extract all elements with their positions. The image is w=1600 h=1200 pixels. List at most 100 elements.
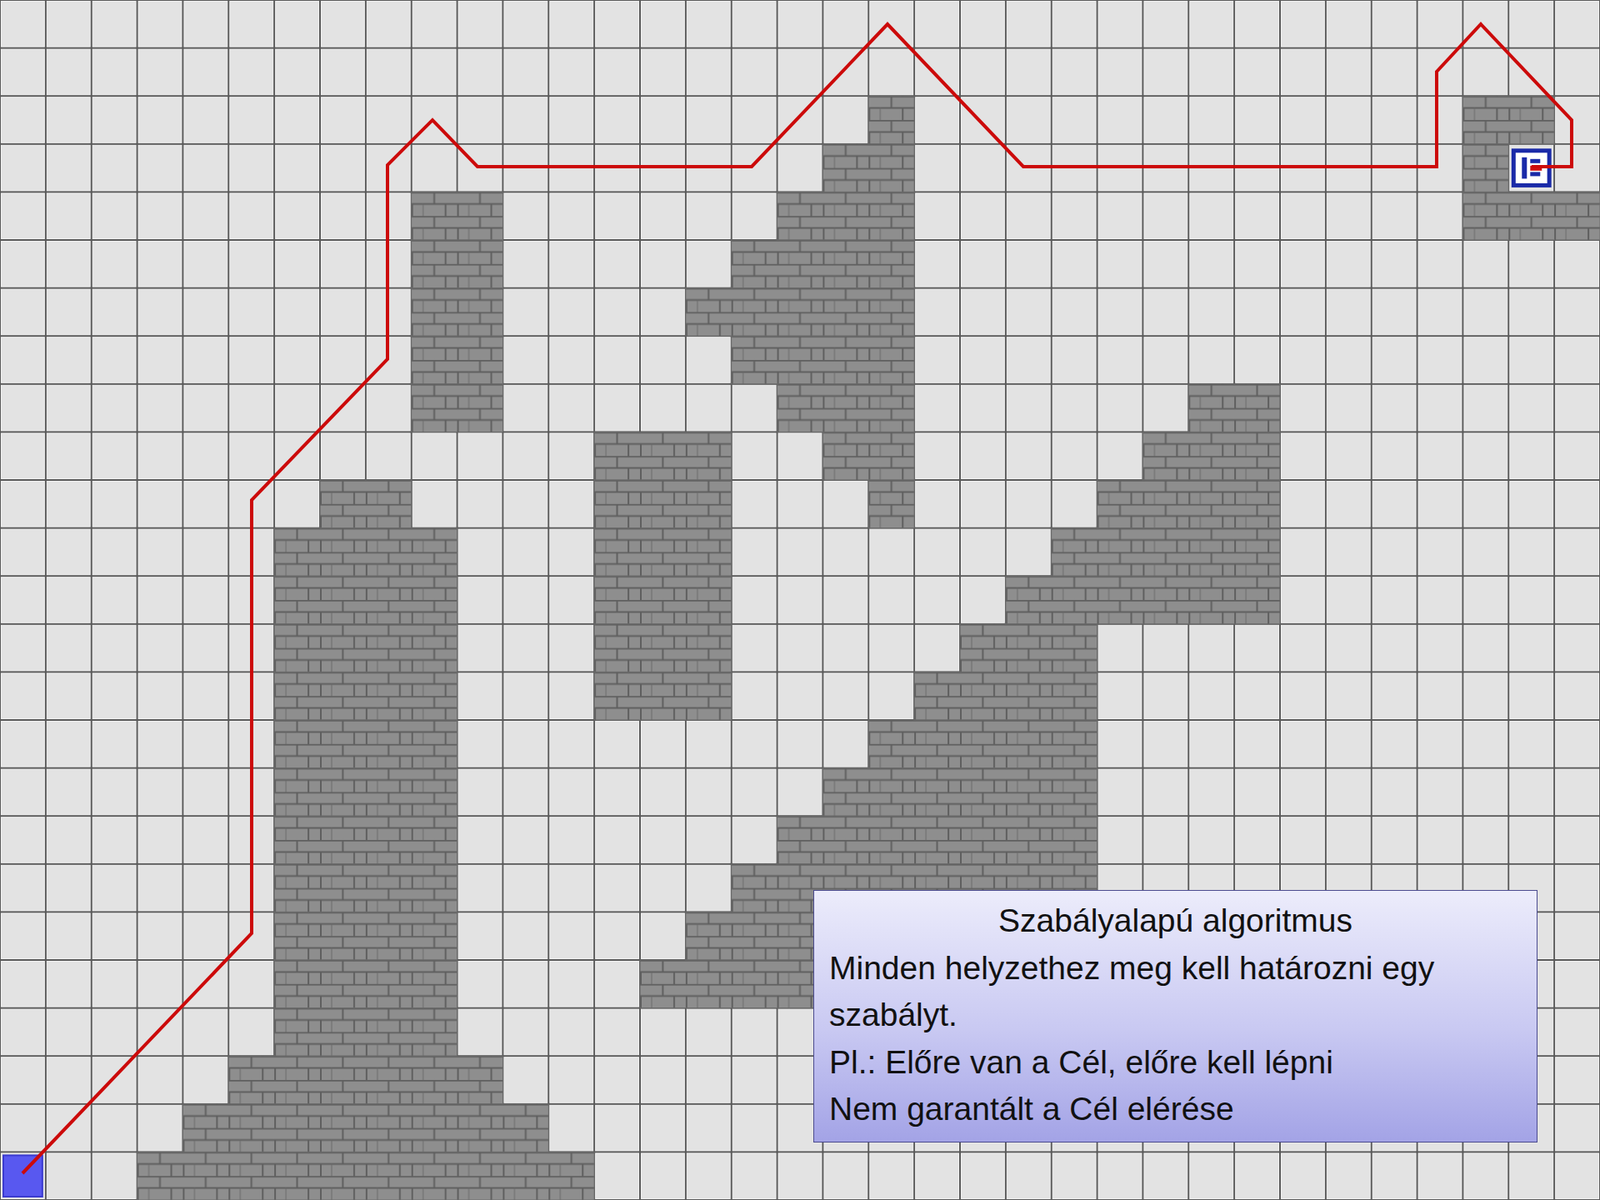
brick-wall — [274, 575, 457, 625]
floor-tile — [641, 385, 685, 431]
floor-tile — [641, 865, 685, 911]
floor-tile — [1326, 481, 1370, 528]
floor-tile — [1464, 1153, 1508, 1200]
floor-tile — [504, 481, 548, 528]
brick-wall — [777, 384, 915, 433]
floor-tile — [138, 193, 182, 240]
floor-tile — [504, 1, 548, 48]
floor-tile — [1326, 769, 1370, 815]
brick-wall — [1462, 95, 1555, 145]
brick-wall — [274, 624, 457, 673]
floor-tile — [732, 721, 776, 768]
goal-mark — [1530, 159, 1540, 164]
floor-tile — [550, 241, 594, 288]
floor-tile — [321, 241, 365, 288]
floor-tile — [550, 193, 594, 240]
floor-tile — [686, 49, 730, 95]
floor-tile — [1418, 625, 1462, 671]
floor-tile — [1006, 1153, 1050, 1200]
floor-tile — [641, 193, 685, 240]
floor-tile — [504, 625, 548, 671]
floor-tile — [92, 481, 136, 528]
floor-tile — [46, 433, 90, 480]
floor-tile — [686, 865, 730, 911]
floor-tile — [595, 913, 640, 960]
floor-tile — [1006, 241, 1050, 288]
brick-wall — [1051, 528, 1280, 577]
floor-tile — [92, 1057, 136, 1104]
floor-tile — [915, 97, 960, 144]
floor-tile — [92, 865, 136, 911]
floor-tile — [1555, 1, 1600, 48]
floor-tile — [1052, 49, 1096, 95]
floor-tile — [275, 97, 320, 144]
floor-tile — [1372, 769, 1416, 815]
floor-tile — [366, 385, 410, 431]
floor-tile — [1326, 241, 1370, 288]
floor-tile — [1418, 289, 1462, 335]
brick-wall — [822, 431, 915, 480]
floor-tile — [1190, 241, 1234, 288]
floor-tile — [1372, 97, 1416, 144]
brick-wall — [411, 384, 504, 433]
floor-tile — [92, 961, 136, 1008]
floor-tile — [1235, 97, 1280, 144]
floor-tile — [321, 433, 365, 480]
floor-tile — [1510, 337, 1554, 384]
floor-tile — [46, 385, 90, 431]
floor-tile — [1098, 289, 1142, 335]
floor-tile — [46, 481, 90, 528]
floor-tile — [686, 193, 730, 240]
floor-tile — [46, 97, 90, 144]
floor-tile — [504, 577, 548, 624]
floor-tile — [1372, 433, 1416, 480]
floor-tile — [92, 1105, 136, 1151]
floor-tile — [1052, 481, 1096, 528]
floor-tile — [1144, 97, 1188, 144]
floor-tile — [1144, 49, 1188, 95]
floor-tile — [824, 673, 868, 720]
floor-tile — [1281, 241, 1325, 288]
floor-tile — [92, 385, 136, 431]
floor-tile — [1281, 769, 1325, 815]
floor-tile — [184, 865, 228, 911]
floor-tile — [961, 289, 1005, 335]
floor-tile — [321, 1, 365, 48]
floor-tile — [230, 193, 274, 240]
floor-tile — [1510, 625, 1554, 671]
floor-tile — [824, 529, 868, 575]
floor-tile — [778, 625, 822, 671]
floor-tile — [1326, 721, 1370, 768]
floor-tile — [184, 193, 228, 240]
floor-tile — [1418, 433, 1462, 480]
floor-tile — [961, 1, 1005, 48]
floor-tile — [1372, 481, 1416, 528]
floor-tile — [778, 769, 822, 815]
brick-wall — [594, 575, 732, 625]
floor-tile — [184, 721, 228, 768]
floor-tile — [1464, 769, 1508, 815]
floor-tile — [1, 1, 45, 48]
floor-tile — [550, 673, 594, 720]
floor-tile — [184, 97, 228, 144]
floor-tile — [458, 49, 502, 95]
floor-tile — [1281, 817, 1325, 864]
floor-tile — [458, 721, 502, 768]
floor-tile — [184, 769, 228, 815]
brick-wall — [274, 528, 457, 577]
floor-tile — [1190, 721, 1234, 768]
floor-tile — [1418, 673, 1462, 720]
brick-wall — [1462, 191, 1600, 240]
floor-tile — [184, 625, 228, 671]
floor-tile — [1, 433, 45, 480]
floor-tile — [504, 673, 548, 720]
floor-tile — [1418, 385, 1462, 431]
floor-tile — [641, 1009, 685, 1055]
floor-tile — [1555, 385, 1600, 431]
floor-tile — [595, 49, 640, 95]
floor-tile — [504, 385, 548, 431]
floor-tile — [1555, 817, 1600, 864]
floor-tile — [550, 625, 594, 671]
floor-tile — [778, 1, 822, 48]
floor-tile — [46, 1009, 90, 1055]
